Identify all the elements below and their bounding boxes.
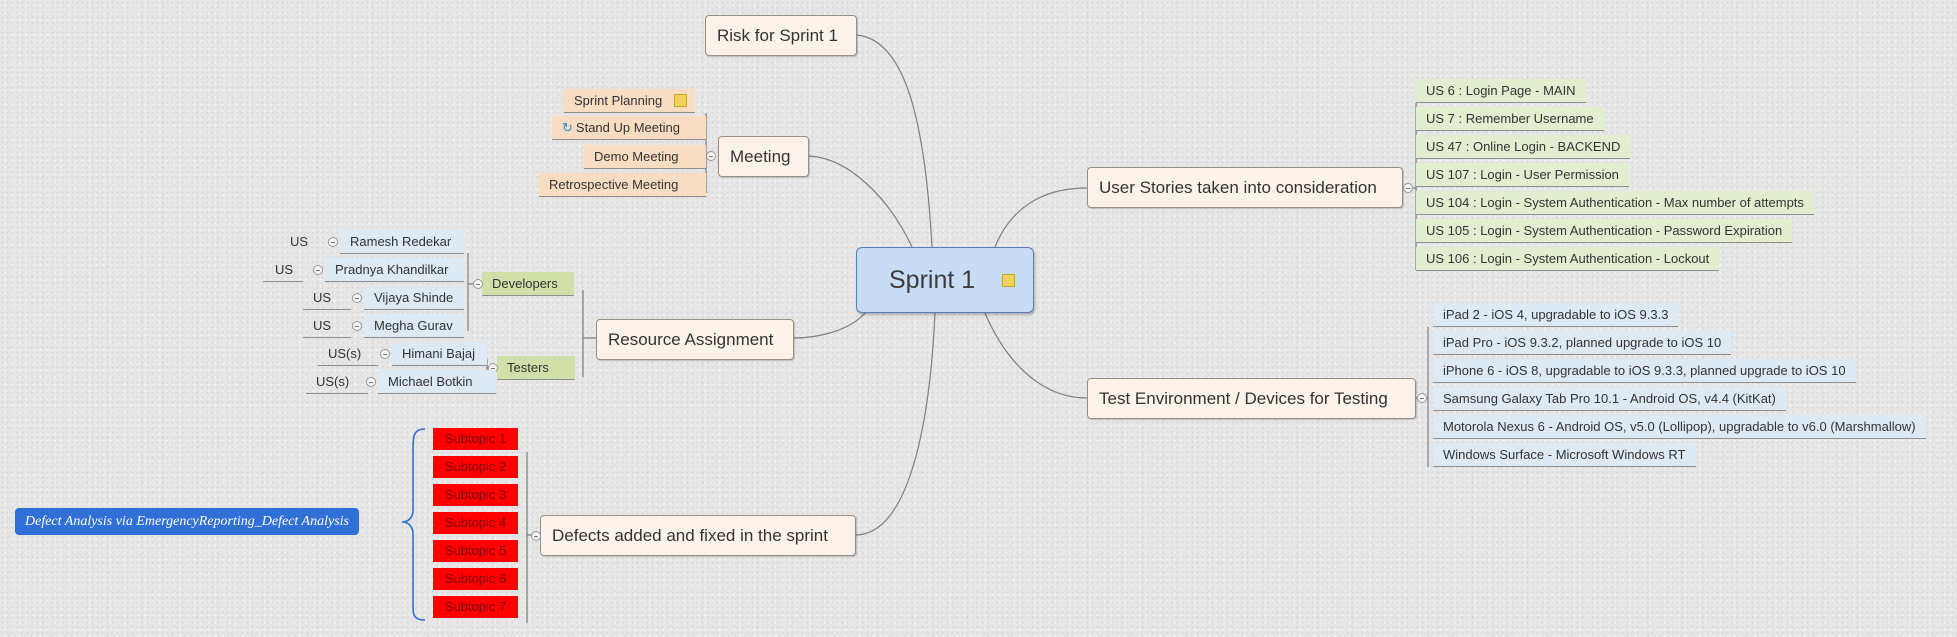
central-topic-label: Sprint 1 xyxy=(889,266,976,294)
testers-label: Testers xyxy=(507,360,549,375)
member-name[interactable]: Pradnya Khandilkar xyxy=(325,258,464,282)
collapse-icon[interactable] xyxy=(352,321,362,331)
collapse-icon[interactable] xyxy=(313,265,323,275)
meeting-item-label: Retrospective Meeting xyxy=(549,177,679,192)
member-name-label: Ramesh Redekar xyxy=(350,234,452,249)
meeting-item-label: Stand Up Meeting xyxy=(575,120,680,135)
collapse-icon[interactable] xyxy=(366,377,376,387)
subtopic[interactable]: Subtopic 1 xyxy=(433,428,518,450)
collapse-icon[interactable] xyxy=(380,349,390,359)
collapse-icon[interactable] xyxy=(352,293,362,303)
user-story-item[interactable]: US 47 : Online Login - BACKEND xyxy=(1416,135,1631,159)
member-name[interactable]: Michael Botkin xyxy=(378,370,496,394)
member-name[interactable]: Ramesh Redekar xyxy=(340,230,464,254)
member-role: US(s) xyxy=(318,342,378,366)
subtopic[interactable]: Subtopic 2 xyxy=(433,456,518,478)
topic-user-stories[interactable]: User Stories taken into consideration xyxy=(1087,167,1403,208)
meeting-item[interactable]: Sprint Planning xyxy=(564,89,695,113)
member-name-label: Vijaya Shinde xyxy=(374,290,454,305)
central-topic-sprint-1[interactable]: Sprint 1 xyxy=(856,247,1034,313)
defect-analysis-callout[interactable]: Defect Analysis via EmergencyReporting_D… xyxy=(15,508,359,535)
member-name[interactable]: Vijaya Shinde xyxy=(364,286,464,310)
collapse-icon[interactable] xyxy=(531,531,541,541)
device-item[interactable]: iPad 2 - iOS 4, upgradable to iOS 9.3.3 xyxy=(1433,303,1679,327)
topic-defects[interactable]: Defects added and fixed in the sprint xyxy=(540,515,856,556)
topic-resource-assignment[interactable]: Resource Assignment xyxy=(596,319,794,360)
topic-meeting[interactable]: Meeting xyxy=(718,136,809,177)
meeting-item-label: Sprint Planning xyxy=(574,93,663,108)
topic-test-environment[interactable]: Test Environment / Devices for Testing xyxy=(1087,378,1416,419)
user-story-item[interactable]: US 104 : Login - System Authentication -… xyxy=(1416,191,1814,215)
note-icon[interactable] xyxy=(673,94,687,107)
collapse-icon[interactable] xyxy=(1403,183,1413,193)
user-story-item[interactable]: US 6 : Login Page - MAIN xyxy=(1416,79,1586,103)
topic-risk[interactable]: Risk for Sprint 1 xyxy=(705,15,857,56)
topic-user-stories-label: User Stories taken into consideration xyxy=(1099,178,1377,197)
member-name[interactable]: Himani Bajaj xyxy=(392,342,487,366)
meeting-item[interactable]: Retrospective Meeting xyxy=(539,173,706,197)
testers-group[interactable]: Testers xyxy=(497,356,575,380)
collapse-icon[interactable] xyxy=(706,151,716,161)
subtopic[interactable]: Subtopic 3 xyxy=(433,484,518,506)
developers-group[interactable]: Developers xyxy=(482,272,574,296)
user-story-item[interactable]: US 106 : Login - System Authentication -… xyxy=(1416,247,1720,271)
member-name[interactable]: Megha Gurav xyxy=(364,314,464,338)
user-story-item[interactable]: US 105 : Login - System Authentication -… xyxy=(1416,219,1793,243)
subtopic[interactable]: Subtopic 6 xyxy=(433,568,518,590)
topic-resource-label: Resource Assignment xyxy=(608,330,774,349)
topic-defects-label: Defects added and fixed in the sprint xyxy=(552,526,828,545)
member-name-label: Megha Gurav xyxy=(374,318,453,333)
topic-risk-label: Risk for Sprint 1 xyxy=(717,26,838,45)
member-name-label: Michael Botkin xyxy=(388,374,473,389)
member-name-label: Himani Bajaj xyxy=(402,346,475,361)
refresh-icon: ↻ xyxy=(562,120,573,135)
meeting-item[interactable]: ↻Stand Up Meeting xyxy=(552,116,706,140)
member-role: US xyxy=(303,314,351,338)
topic-meeting-label: Meeting xyxy=(730,147,791,166)
member-role: US xyxy=(263,258,303,282)
device-item[interactable]: iPad Pro - iOS 9.3.2, planned upgrade to… xyxy=(1433,331,1732,355)
collapse-icon[interactable] xyxy=(473,279,483,289)
collapse-icon[interactable] xyxy=(1417,393,1427,403)
subtopic[interactable]: Subtopic 5 xyxy=(433,540,518,562)
meeting-item[interactable]: Demo Meeting xyxy=(584,145,706,169)
note-icon[interactable] xyxy=(1002,274,1015,287)
member-name-label: Pradnya Khandilkar xyxy=(335,262,449,277)
callout-label: Defect Analysis via EmergencyReporting_D… xyxy=(25,514,349,529)
member-role: US xyxy=(303,286,351,310)
member-role: US(s) xyxy=(306,370,368,394)
collapse-icon[interactable] xyxy=(328,237,338,247)
meeting-item-label: Demo Meeting xyxy=(594,149,679,164)
developers-label: Developers xyxy=(492,276,558,291)
subtopic[interactable]: Subtopic 4 xyxy=(433,512,518,534)
subtopic[interactable]: Subtopic 7 xyxy=(433,596,518,618)
device-item[interactable]: Samsung Galaxy Tab Pro 10.1 - Android OS… xyxy=(1433,387,1786,411)
device-item[interactable]: iPhone 6 - iOS 8, upgradable to iOS 9.3.… xyxy=(1433,359,1856,383)
device-item[interactable]: Windows Surface - Microsoft Windows RT xyxy=(1433,443,1696,467)
user-story-item[interactable]: US 7 : Remember Username xyxy=(1416,107,1604,131)
user-story-item[interactable]: US 107 : Login - User Permission xyxy=(1416,163,1629,187)
member-role: US xyxy=(290,234,309,249)
topic-test-env-label: Test Environment / Devices for Testing xyxy=(1099,389,1388,408)
device-item[interactable]: Motorola Nexus 6 - Android OS, v5.0 (Lol… xyxy=(1433,415,1926,439)
